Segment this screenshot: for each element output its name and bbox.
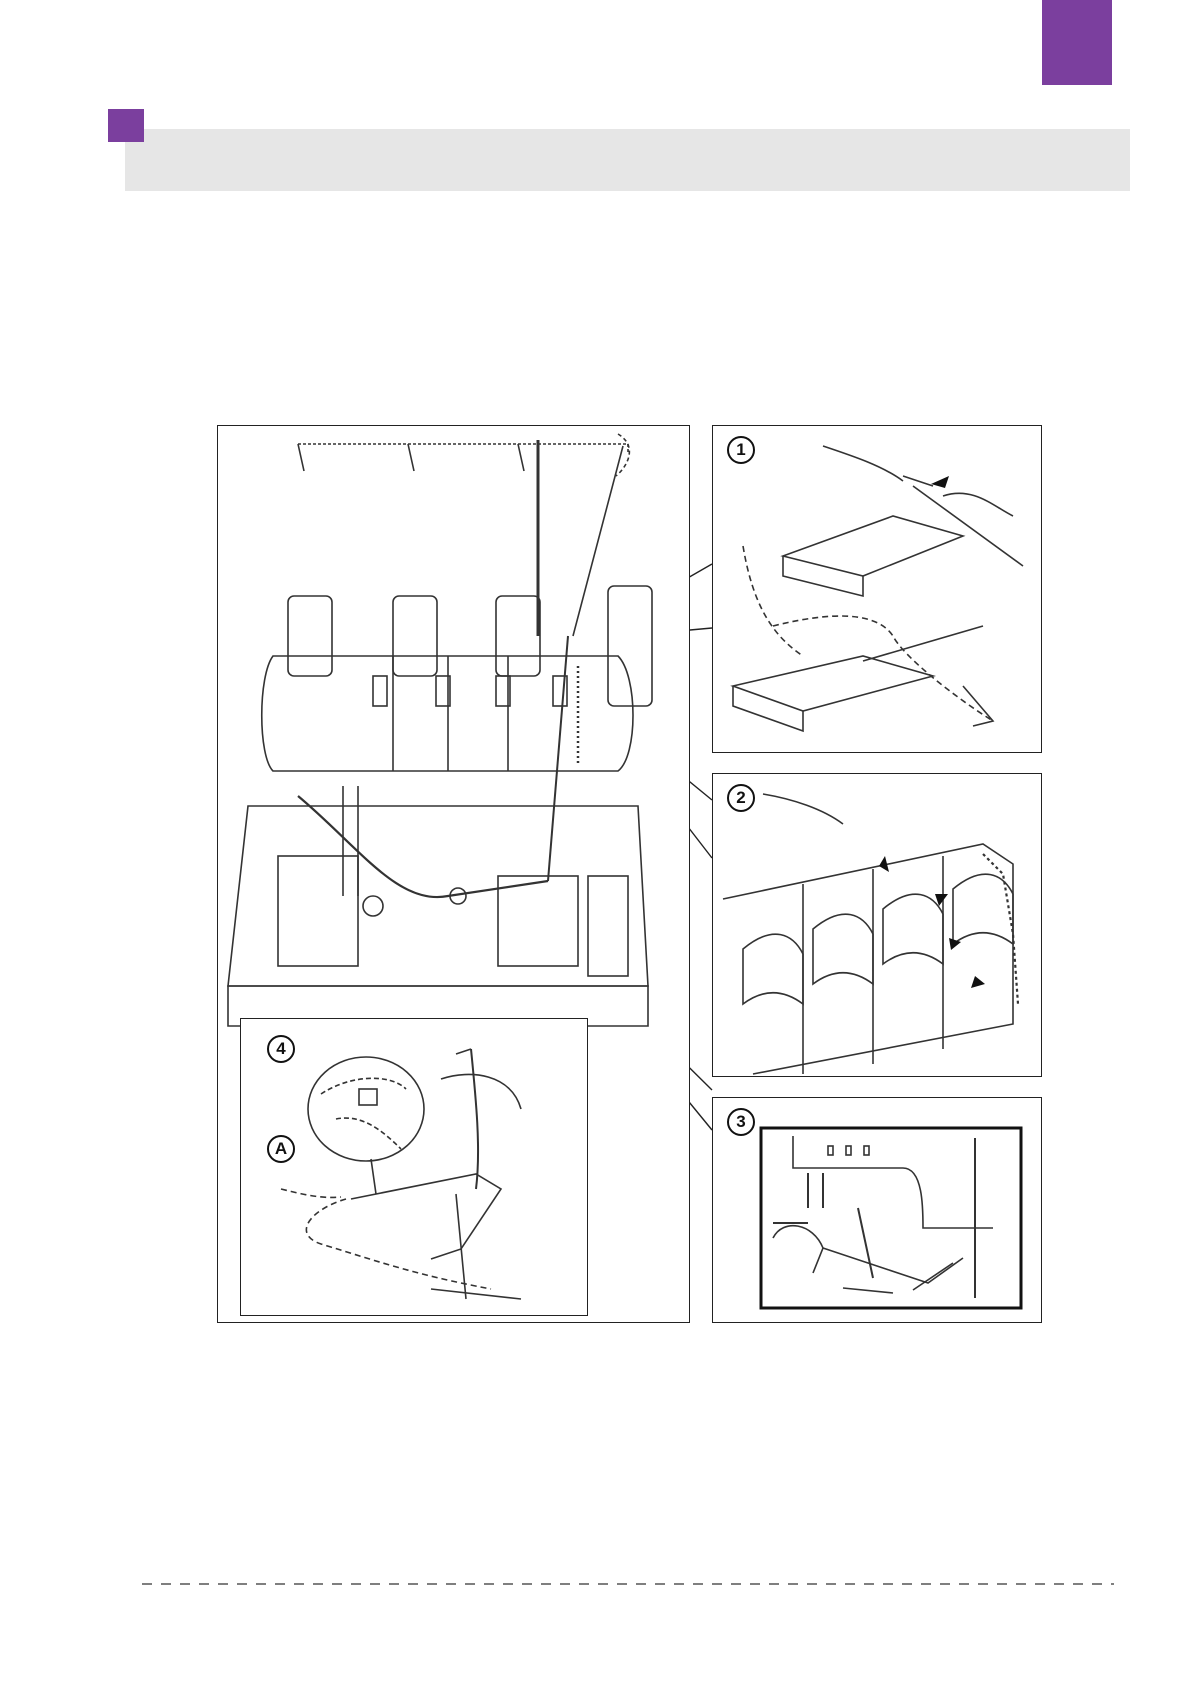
section-header-band	[125, 129, 1130, 191]
detail-panel-step-4: 4 A	[240, 1018, 588, 1316]
detail-panel-step-3: 3	[712, 1097, 1042, 1323]
step-1-callout: 1	[727, 436, 755, 464]
section-header-marker	[108, 109, 144, 142]
corner-tab	[1042, 0, 1112, 85]
lower-looper-threading-drawing	[241, 1019, 588, 1316]
detail-panel-step-2: 2	[712, 773, 1042, 1077]
thread-guides-row-drawing	[713, 774, 1042, 1077]
looper-threading-path-drawing	[713, 1098, 1042, 1323]
detail-panel-step-1: 1	[712, 425, 1042, 753]
footer-dashed-rule	[142, 1583, 1114, 1585]
looper-cover-thread-guide-drawing	[713, 426, 1042, 753]
detail-a-callout: A	[267, 1135, 295, 1163]
step-2-callout: 2	[727, 784, 755, 812]
step-3-callout: 3	[727, 1108, 755, 1136]
step-4-callout: 4	[267, 1035, 295, 1063]
